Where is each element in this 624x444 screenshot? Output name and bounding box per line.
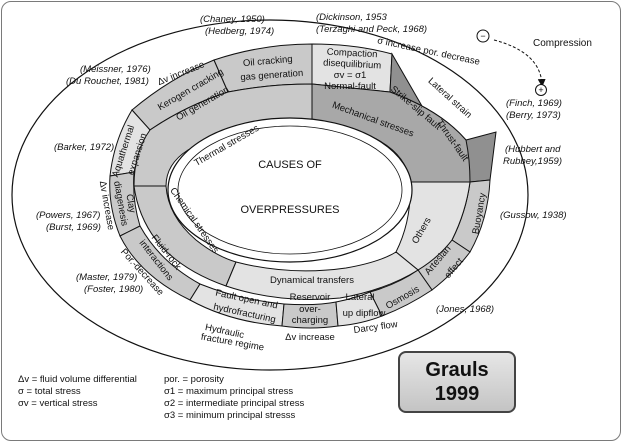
plus-circle: [535, 84, 547, 96]
cite-terzaghi: (Terzaghi and Peck, 1968): [316, 24, 427, 35]
mech-lateral-1: Lateral: [345, 292, 374, 303]
cite-hubbert-2: Rubbey,1959): [503, 156, 562, 167]
group-dynamical: [225, 251, 419, 300]
cite-jones: (Jones, 1968): [436, 304, 494, 315]
cite-gussow: (Gussow, 1938): [500, 210, 567, 221]
badge-year: 1999: [434, 383, 480, 405]
outer-dv-increase-bottom: Δv increase: [285, 332, 335, 343]
cite-powers: (Powers, 1967): [36, 210, 100, 221]
mech-clay: Clay: [123, 193, 137, 214]
legend-right-2: σ2 = intermediate principal stress: [164, 398, 304, 409]
mech-lateral-2: up dipflow: [343, 308, 386, 319]
legend-left-1: σ = total stress: [18, 386, 81, 397]
legend-right-0: por. = porosity: [164, 374, 224, 385]
legend-left-0: Δv = fluid volume differential: [18, 374, 137, 385]
cite-burst: (Burst, 1969): [46, 222, 101, 233]
plus-sign: +: [538, 85, 543, 95]
cite-chaney: (Chaney, 1950): [200, 14, 265, 25]
cite-dickinson: (Dickinson, 1953: [316, 12, 387, 23]
mech-normal-fault: Normal-fault: [324, 81, 376, 92]
cite-meissner: (Meissner, 1976): [80, 64, 151, 75]
cite-durouchet: (Du Rouchet, 1981): [66, 76, 149, 87]
mech-compaction: Compaction: [327, 47, 378, 61]
center-title-2: OVERPRESSURES: [240, 204, 339, 216]
mech-gas-generation: gas generation: [240, 68, 303, 83]
compression-label: Compression: [533, 38, 592, 49]
legend-right-3: σ3 = minimum principal stresss: [164, 410, 295, 421]
group-others: [395, 181, 471, 271]
minus-circle: [476, 29, 490, 43]
mech-reservoir-1: Reservoir: [290, 292, 331, 303]
label-dynamical: Dynamical transfers: [270, 275, 354, 286]
badge-author: Grauls: [425, 359, 489, 381]
cite-foster: (Foster, 1980): [84, 284, 143, 295]
cite-hedberg: (Hedberg, 1974): [205, 26, 274, 37]
cite-finch: (Finch, 1969): [506, 98, 562, 109]
mech-disequilibrium: disequilibrium: [323, 57, 382, 71]
reference-badge: Grauls 1999: [398, 351, 516, 413]
compression-indicator: − + Compression: [476, 29, 592, 96]
legend-right-1: σ1 = maximum principal stress: [164, 386, 293, 397]
cite-berry: (Berry, 1973): [506, 110, 561, 121]
outer-band: [109, 43, 497, 329]
segment-lateral-dipflow: [335, 291, 383, 327]
inner-ellipse-inner: [177, 125, 403, 255]
minus-sign: −: [480, 31, 485, 41]
mech-reservoir-2: over-: [299, 304, 321, 315]
mech-stress-eq: σv = σ1: [334, 70, 367, 81]
legend: Δv = fluid volume differential σ = total…: [18, 374, 304, 421]
mech-reservoir-3: charging: [292, 315, 328, 326]
cite-barker: (Barker, 1972): [54, 142, 114, 153]
mech-oil-cracking: Oil cracking: [243, 54, 293, 69]
cite-master: (Master, 1979): [76, 272, 137, 283]
legend-left-2: σv = vertical stress: [18, 398, 98, 409]
cite-hubbert-1: (Hubbert and: [505, 144, 561, 155]
center-title-1: CAUSES OF: [258, 159, 322, 171]
